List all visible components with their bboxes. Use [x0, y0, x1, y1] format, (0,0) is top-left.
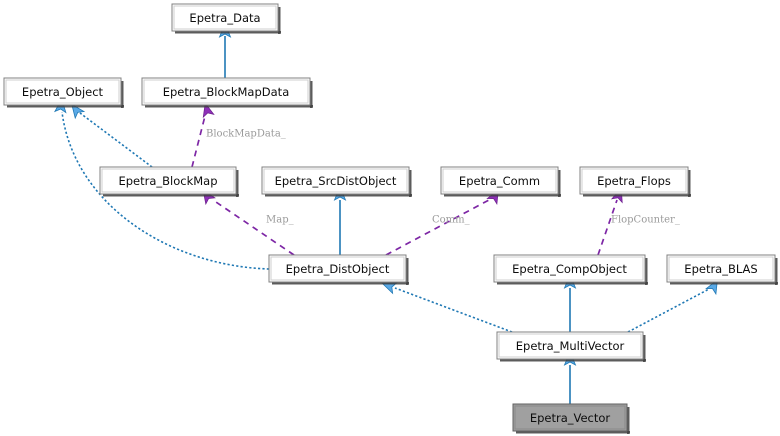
node-shadow	[500, 359, 646, 362]
node-shadow	[645, 258, 648, 285]
edge-label-blockmapdata: BlockMapData_	[206, 129, 286, 140]
node-inner-border	[173, 5, 277, 30]
class-node-epetra-srcdistobject[interactable]: Epetra_SrcDistObject	[261, 166, 412, 197]
node-box[interactable]	[3, 77, 122, 106]
class-node-epetra-blas[interactable]: Epetra_BLAS	[666, 254, 778, 285]
node-shadow	[7, 105, 124, 108]
node-label: Epetra_BlockMapData	[163, 85, 290, 99]
node-box[interactable]	[666, 254, 776, 283]
node-inner-border	[495, 256, 644, 281]
node-shadow	[121, 81, 124, 108]
node-shadow	[310, 81, 313, 108]
edge-line	[61, 111, 270, 270]
node-box[interactable]	[579, 166, 689, 195]
edge-line	[597, 199, 618, 256]
class-node-epetra-compobject[interactable]: Epetra_CompObject	[493, 254, 648, 285]
node-inner-border	[498, 333, 642, 358]
edge-epetra-multivector-to-epetra-distobject	[381, 282, 513, 333]
node-label: Epetra_DistObject	[286, 262, 390, 276]
class-node-epetra-blockmapdata[interactable]: Epetra_BlockMapData	[141, 77, 313, 108]
node-label: Epetra_CompObject	[512, 262, 627, 276]
node-box[interactable]	[493, 254, 646, 283]
node-box[interactable]	[141, 77, 311, 106]
node-inner-border	[442, 168, 557, 193]
node-shadow	[516, 431, 630, 434]
node-label: Epetra_Object	[22, 85, 104, 99]
node-box[interactable]	[440, 166, 559, 195]
edge-label-map: Map_	[266, 215, 294, 226]
edge-line	[385, 199, 490, 256]
edge-epetra-distobject-to-epetra-srcdistobject	[333, 185, 347, 255]
node-box[interactable]	[171, 3, 279, 32]
edge-epetra-multivector-to-epetra-blas	[627, 278, 718, 333]
node-shadow	[103, 194, 239, 197]
class-node-epetra-vector[interactable]: Epetra_Vector	[512, 403, 630, 434]
node-shadow	[409, 170, 412, 197]
node-inner-border	[5, 79, 120, 104]
node-label: Epetra_Flops	[597, 174, 671, 188]
node-shadow	[670, 282, 778, 285]
class-node-epetra-data[interactable]: Epetra_Data	[171, 3, 281, 34]
node-shadow	[265, 194, 412, 197]
node-box[interactable]	[512, 403, 628, 432]
node-inner-border	[101, 168, 235, 193]
node-shadow	[278, 7, 281, 34]
class-node-epetra-object[interactable]: Epetra_Object	[3, 77, 124, 108]
edge-line	[212, 199, 295, 256]
arrowhead-inheritance	[71, 103, 86, 120]
node-shadow	[583, 194, 691, 197]
node-inner-border	[143, 79, 309, 104]
node-shadow	[444, 194, 561, 197]
class-node-epetra-comm[interactable]: Epetra_Comm	[440, 166, 561, 197]
node-box[interactable]	[268, 254, 407, 283]
edge-label-flopcounter: FlopCounter_	[611, 215, 680, 226]
node-inner-border	[581, 168, 687, 193]
node-label: Epetra_Comm	[459, 174, 540, 188]
node-label: Epetra_Data	[189, 11, 260, 25]
node-label: Epetra_SrcDistObject	[275, 174, 397, 188]
node-inner-border	[263, 168, 408, 193]
edge-epetra-blockmap-to-epetra-object	[71, 103, 153, 168]
node-label: Epetra_BlockMap	[118, 174, 217, 188]
node-inner-border	[270, 256, 405, 281]
node-box[interactable]	[496, 331, 644, 360]
node-inner-border	[514, 405, 626, 430]
node-shadow	[272, 282, 409, 285]
class-node-epetra-multivector[interactable]: Epetra_MultiVector	[496, 331, 646, 362]
edge-line	[394, 287, 513, 333]
edge-line	[79, 112, 153, 168]
node-shadow	[688, 170, 691, 197]
class-node-epetra-distobject[interactable]: Epetra_DistObject	[268, 254, 409, 285]
edge-line	[191, 115, 206, 168]
node-box[interactable]	[261, 166, 410, 195]
node-shadow	[175, 31, 281, 34]
node-inner-border	[668, 256, 774, 281]
node-label: Epetra_MultiVector	[516, 339, 625, 353]
class-node-epetra-flops[interactable]: Epetra_Flops	[579, 166, 691, 197]
node-shadow	[558, 170, 561, 197]
node-shadow	[643, 335, 646, 362]
node-shadow	[775, 258, 778, 285]
edge-label-comm: Comm_	[432, 215, 470, 226]
node-shadow	[145, 105, 313, 108]
node-label: Epetra_BLAS	[684, 262, 757, 276]
node-label: Epetra_Vector	[530, 411, 611, 425]
edge-labels-layer: BlockMapData_ Map_ Comm_ FlopCounter_	[206, 129, 680, 226]
edge-line	[627, 288, 710, 333]
node-box[interactable]	[99, 166, 237, 195]
class-node-epetra-blockmap[interactable]: Epetra_BlockMap	[99, 166, 239, 197]
node-shadow	[627, 407, 630, 434]
node-shadow	[236, 170, 239, 197]
node-shadow	[406, 258, 409, 285]
node-shadow	[497, 282, 648, 285]
